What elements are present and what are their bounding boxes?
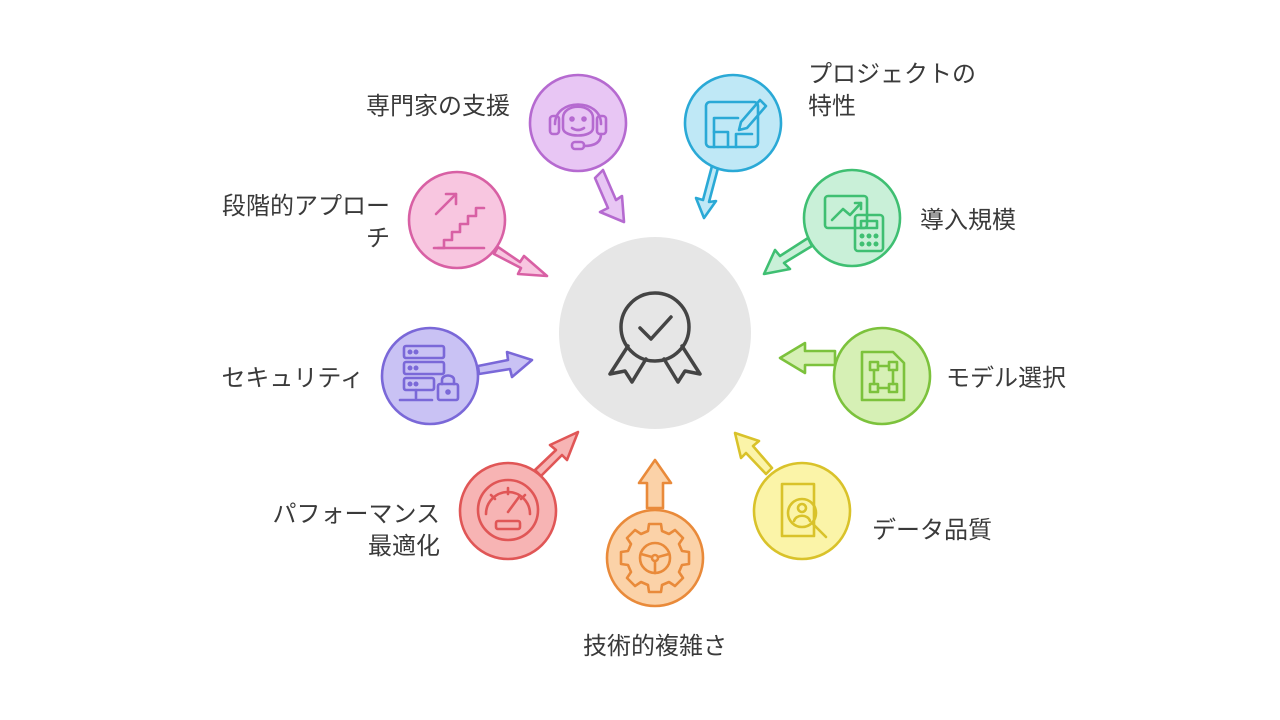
circle-model-selection (832, 326, 932, 426)
connector-phased-approach (492, 245, 549, 278)
connector-expert-support (593, 168, 626, 224)
vector-frame-icon (860, 350, 906, 402)
headset-support-icon (548, 103, 608, 151)
connectors (476, 164, 837, 510)
factor-icons (398, 98, 906, 594)
circle-phased-approach (407, 170, 507, 270)
label-performance: パフォーマンス 最適化 (272, 500, 440, 560)
label-data-quality: データ品質 (872, 516, 992, 544)
gear-steering-icon (619, 522, 691, 594)
label-model-selection: モデル選択 (946, 364, 1066, 392)
stairs-arrow-icon (432, 192, 486, 250)
user-search-icon (780, 482, 828, 539)
connector-deployment-scale (762, 236, 814, 276)
label-phased-approach: 段階的アプロー チ (222, 192, 390, 252)
label-security: セキュリティ (221, 364, 364, 392)
award-badge-check-icon (608, 291, 702, 384)
circle-deployment-scale (802, 168, 902, 268)
label-expert-support: 専門家の支援 (366, 92, 510, 120)
chart-calculator-icon (823, 194, 885, 253)
speedometer-icon (476, 478, 540, 542)
circle-expert-support (528, 73, 628, 173)
connector-security (476, 350, 534, 379)
connector-technical-complexity (637, 458, 673, 510)
label-technical-complexity: 技術的複雑さ (583, 632, 727, 660)
connector-performance (533, 430, 580, 478)
circle-security (380, 326, 480, 426)
connector-data-quality (733, 431, 774, 476)
connector-model-selection (778, 341, 837, 375)
blueprint-pencil-icon (704, 98, 768, 149)
circle-project-nature (683, 73, 783, 173)
connector-project-nature (694, 164, 720, 220)
label-project-nature: プロジェクトの 特性 (808, 60, 976, 120)
server-lock-icon (398, 344, 460, 402)
label-deployment-scale: 導入規模 (920, 206, 1016, 234)
